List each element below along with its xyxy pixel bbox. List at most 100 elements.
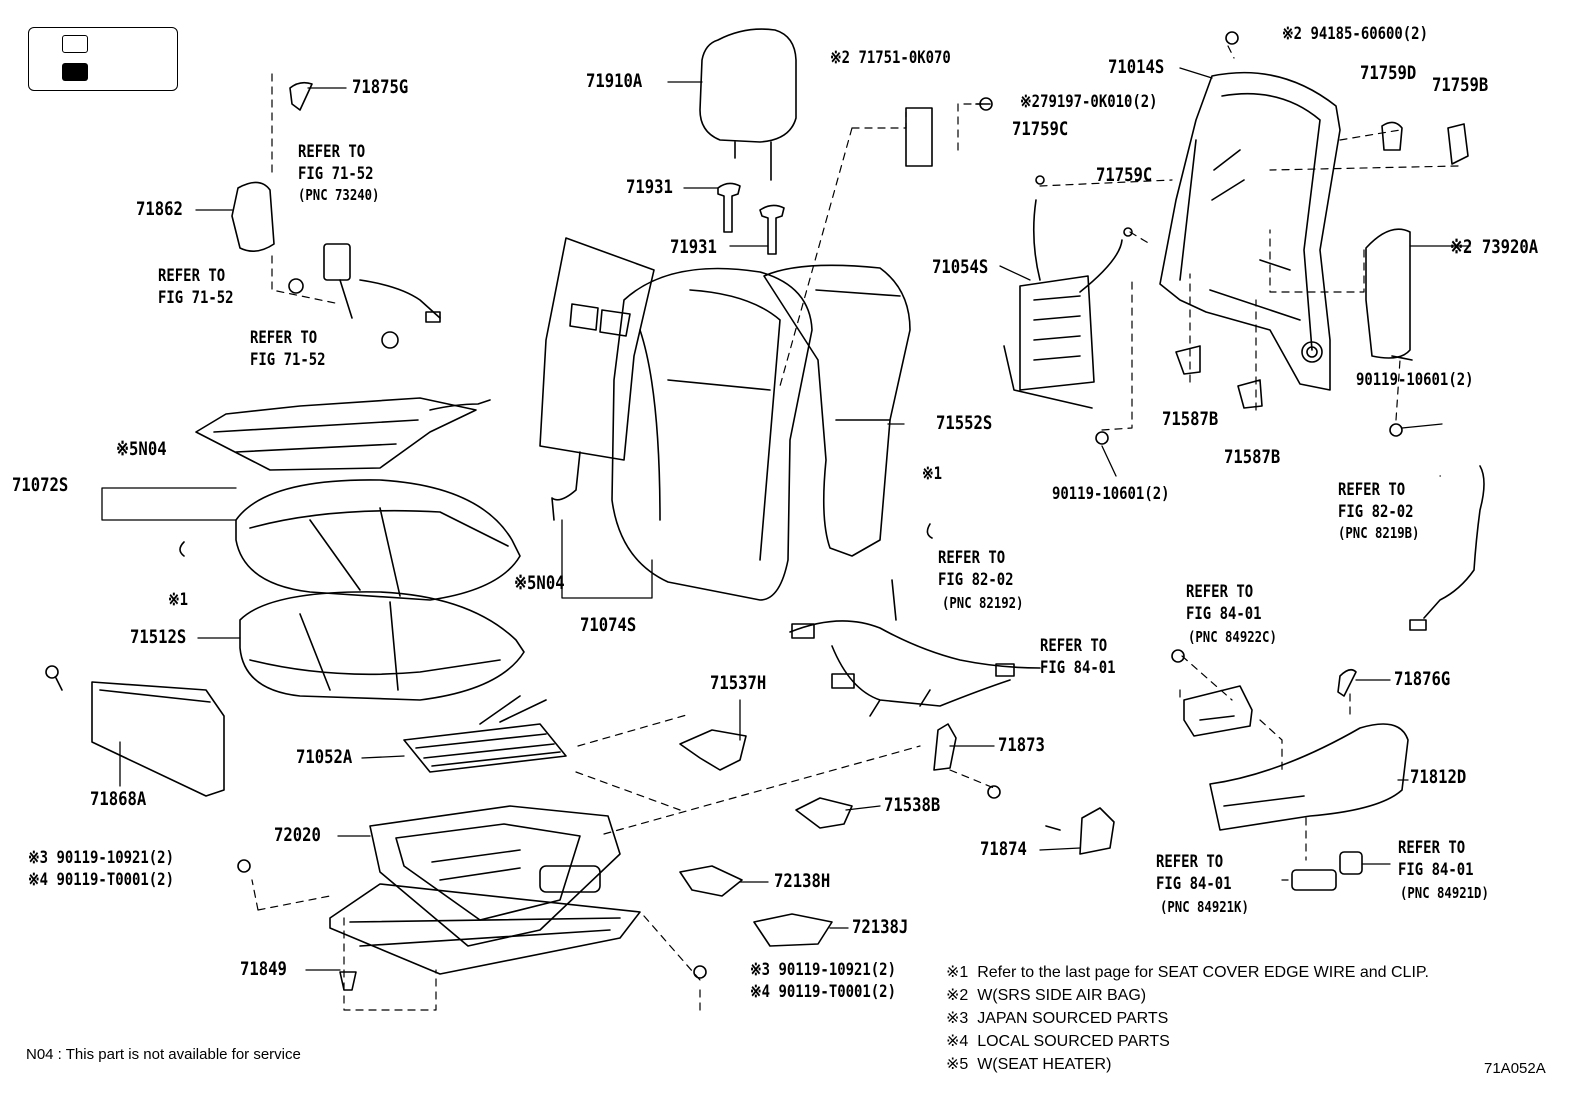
part-label[interactable]: 71874 bbox=[980, 838, 1027, 860]
refer-to-label[interactable]: REFER TO bbox=[1040, 636, 1108, 656]
refer-to-label[interactable]: REFER TO bbox=[1186, 582, 1254, 602]
refer-to-fig[interactable]: FIG 84-01 bbox=[1186, 604, 1262, 624]
refer-to-fig[interactable]: FIG 84-01 bbox=[1398, 860, 1474, 880]
part-label[interactable]: 71868A bbox=[90, 788, 147, 810]
refer-to-fig[interactable]: FIG 84-01 bbox=[1040, 658, 1116, 678]
refer-to-fig[interactable]: FIG 71-52 bbox=[158, 288, 234, 308]
refer-to-pnc[interactable]: (PNC 82192) bbox=[942, 594, 1024, 612]
bracket-72138J[interactable] bbox=[754, 914, 832, 946]
bracket-72138H[interactable] bbox=[680, 866, 742, 896]
part-label[interactable]: ※5N04 bbox=[514, 572, 565, 594]
seat-wire-harness[interactable] bbox=[790, 580, 1040, 716]
part-label[interactable]: 71759C bbox=[1012, 118, 1069, 140]
front-shield[interactable] bbox=[46, 666, 224, 796]
part-label[interactable]: 71014S bbox=[1108, 56, 1165, 78]
part-label[interactable]: ※5N04 bbox=[116, 438, 167, 460]
seat-cushion-pad[interactable] bbox=[240, 592, 524, 700]
headrest[interactable] bbox=[700, 29, 796, 180]
part-label[interactable]: 71538B bbox=[884, 794, 941, 816]
part-label[interactable]: 71931 bbox=[626, 176, 673, 198]
part-label[interactable]: 71812D bbox=[1410, 766, 1467, 788]
refer-to-fig[interactable]: FIG 84-01 bbox=[1156, 874, 1232, 894]
refer-to-pnc[interactable]: (PNC 84921K) bbox=[1160, 898, 1249, 916]
clip-71587B-2 bbox=[1238, 380, 1262, 408]
part-label[interactable]: 71074S bbox=[580, 614, 637, 636]
lumbar-support[interactable] bbox=[1004, 200, 1122, 408]
part-label[interactable]: 71931 bbox=[670, 236, 717, 258]
refer-to-pnc[interactable]: (PNC 8219B) bbox=[1338, 524, 1420, 542]
cover-bracket-71537H[interactable] bbox=[680, 730, 746, 770]
part-label[interactable]: ※4 90119-T0001(2) bbox=[28, 870, 174, 890]
refer-to-label[interactable]: REFER TO bbox=[250, 328, 318, 348]
refer-to-label[interactable]: REFER TO bbox=[938, 548, 1006, 568]
part-label[interactable]: ※4 90119-T0001(2) bbox=[750, 982, 896, 1002]
part-label[interactable]: 71512S bbox=[130, 626, 187, 648]
part-label[interactable]: 71849 bbox=[240, 958, 287, 980]
part-label[interactable]: 71759B bbox=[1432, 74, 1489, 96]
headrest-support-2[interactable] bbox=[760, 205, 784, 254]
part-label[interactable]: 71862 bbox=[136, 198, 183, 220]
part-label[interactable]: ※279197-0K010(2) bbox=[1020, 92, 1158, 112]
hook-71873[interactable] bbox=[934, 724, 956, 770]
refer-to-label[interactable]: REFER TO bbox=[298, 142, 366, 162]
part-label[interactable]: 90119-10601(2) bbox=[1052, 484, 1170, 504]
refer-to-fig[interactable]: FIG 71-52 bbox=[250, 350, 326, 370]
legend-swatch-open bbox=[62, 35, 88, 53]
part-label[interactable]: 71052A bbox=[296, 746, 353, 768]
airbag-harness[interactable] bbox=[1410, 466, 1484, 630]
part-label[interactable]: ※3 90119-10921(2) bbox=[28, 848, 174, 868]
seatback-heater-mat[interactable] bbox=[540, 238, 654, 520]
cover-bracket-71538B[interactable] bbox=[796, 798, 852, 828]
clip-71759B bbox=[1448, 124, 1468, 164]
part-label[interactable]: ※2 71751-0K070 bbox=[830, 48, 951, 68]
seat-spring-mat[interactable] bbox=[404, 696, 566, 772]
refer-to-fig[interactable]: FIG 82-02 bbox=[1338, 502, 1414, 522]
part-label[interactable]: 71587B bbox=[1224, 446, 1281, 468]
part-label[interactable]: 71054S bbox=[932, 256, 989, 278]
part-label[interactable]: 71537H bbox=[710, 672, 767, 694]
refer-to-label[interactable]: REFER TO bbox=[1398, 838, 1466, 858]
refer-to-label[interactable]: REFER TO bbox=[1156, 852, 1224, 872]
switch-knob-84921D[interactable] bbox=[1340, 852, 1362, 874]
alignment-dashes bbox=[252, 46, 1458, 1012]
refer-to-pnc[interactable]: (PNC 73240) bbox=[298, 186, 380, 204]
part-label[interactable]: 71910A bbox=[586, 70, 643, 92]
part-label[interactable]: 71759C bbox=[1096, 164, 1153, 186]
refer-to-fig[interactable]: FIG 71-52 bbox=[298, 164, 374, 184]
part-label[interactable]: 72138J bbox=[852, 916, 909, 938]
part-label[interactable]: ※2 94185-60600(2) bbox=[1282, 24, 1428, 44]
side-airbag-module[interactable] bbox=[1366, 229, 1412, 360]
refer-to-label[interactable]: REFER TO bbox=[1338, 480, 1406, 500]
refer-to-pnc[interactable]: (PNC 84921D) bbox=[1400, 884, 1489, 902]
part-label[interactable]: 71072S bbox=[12, 474, 69, 496]
seatback-cover[interactable] bbox=[612, 269, 812, 601]
part-label[interactable]: 71875G bbox=[352, 76, 409, 98]
refer-to-pnc[interactable]: (PNC 84922C) bbox=[1188, 628, 1277, 646]
trim-cap-71876G[interactable] bbox=[1338, 670, 1356, 696]
refer-to-label[interactable]: REFER TO bbox=[158, 266, 226, 286]
part-label[interactable]: 72138H bbox=[774, 870, 831, 892]
switch-knob-84921K[interactable] bbox=[1292, 870, 1336, 890]
side-shield-outer[interactable] bbox=[1210, 724, 1408, 830]
seat-adjuster[interactable] bbox=[330, 806, 640, 974]
part-label[interactable]: 71873 bbox=[998, 734, 1045, 756]
refer-to-fig[interactable]: FIG 82-02 bbox=[938, 570, 1014, 590]
seatback-frame[interactable] bbox=[1160, 73, 1340, 390]
part-label[interactable]: 71876G bbox=[1394, 668, 1451, 690]
seat-heater-mat[interactable] bbox=[196, 398, 490, 470]
clip-71587B-1 bbox=[1176, 346, 1200, 374]
seatback-pad[interactable] bbox=[764, 265, 910, 556]
seat-cushion-cover[interactable] bbox=[236, 480, 520, 600]
part-label[interactable]: ※2 73920A bbox=[1450, 236, 1539, 258]
part-label[interactable]: 72020 bbox=[274, 824, 321, 846]
headrest-support-1[interactable] bbox=[718, 183, 740, 232]
part-label[interactable]: ※3 90119-10921(2) bbox=[750, 960, 896, 980]
legend-box bbox=[28, 27, 178, 91]
hook-71874[interactable] bbox=[1046, 808, 1114, 854]
part-label[interactable]: 71587B bbox=[1162, 408, 1219, 430]
part-label[interactable]: 90119-10601(2) bbox=[1356, 370, 1474, 390]
part-label[interactable]: 71759D bbox=[1360, 62, 1417, 84]
power-seat-switch[interactable] bbox=[1184, 686, 1252, 736]
part-label[interactable]: 71552S bbox=[936, 412, 993, 434]
